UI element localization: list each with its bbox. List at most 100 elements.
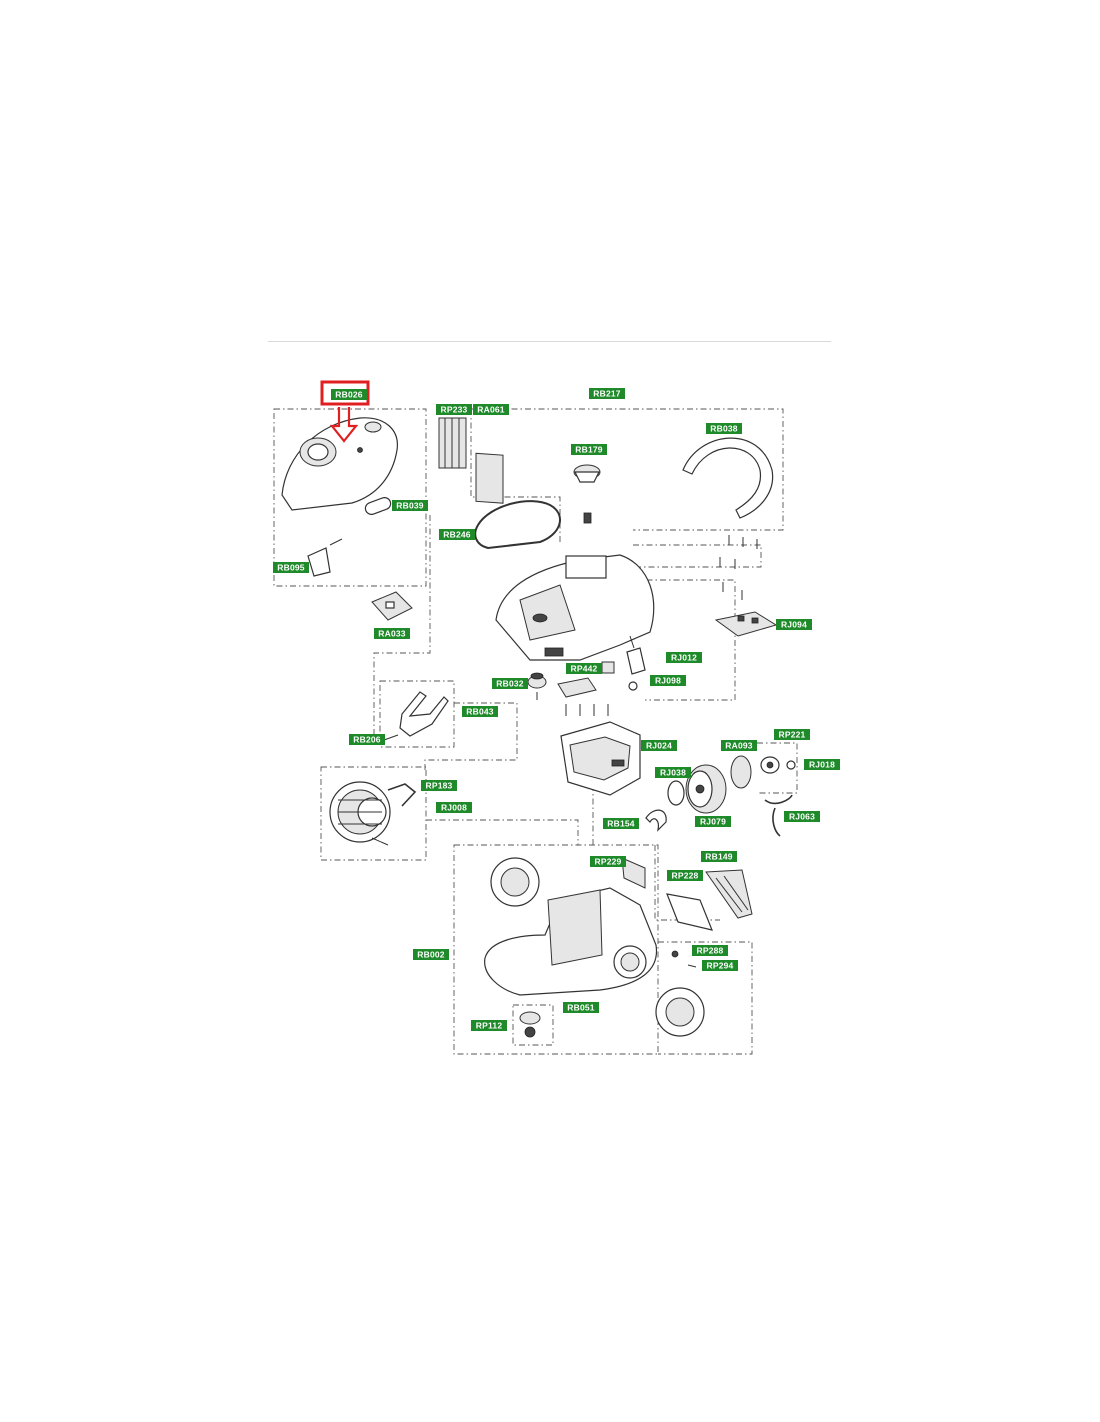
- callout-tag-rp183: RP183: [421, 780, 457, 791]
- callout-tag-label: RA033: [378, 629, 406, 639]
- callout-tag-rp112: RP112: [471, 1020, 507, 1031]
- callout-tag-label: RP228: [672, 871, 699, 881]
- callout-tag-box: [589, 388, 625, 399]
- callout-tag-rp288: RP288: [692, 945, 728, 956]
- callout-tag-label: RJ012: [671, 653, 697, 663]
- callout-tag-rb217: RB217: [589, 388, 625, 399]
- callout-tag-label: RP288: [697, 946, 724, 956]
- hose-holder-part: [383, 691, 449, 741]
- callout-tag-label: RJ008: [441, 803, 467, 813]
- callout-tag-box: [706, 423, 742, 434]
- callout-tag-label: RP294: [707, 961, 734, 971]
- callout-tag-rp442: RP442: [566, 663, 602, 674]
- callout-tag-label: RB032: [496, 679, 524, 689]
- pad-part: [557, 677, 597, 698]
- callout-tag-rj063: RJ063: [784, 811, 820, 822]
- callout-tag-box: [566, 663, 602, 674]
- callout-tag-box: [804, 759, 840, 770]
- callout-tag-box: [774, 729, 810, 740]
- callout-tag-rj079: RJ079: [695, 816, 731, 827]
- spring-holder-part: [626, 635, 646, 691]
- callout-tag-rb246: RB246: [439, 529, 475, 540]
- callout-tag-box: [473, 404, 509, 415]
- callout-tag-box: [392, 500, 428, 511]
- callout-tag-rj024: RJ024: [641, 740, 677, 751]
- callout-tag-label: RJ063: [789, 812, 815, 822]
- callout-tag-label: RP112: [476, 1021, 503, 1031]
- rear-wheel-left-part: [490, 857, 540, 907]
- callout-tag-label: RJ024: [646, 741, 672, 751]
- callout-tag-box: [667, 870, 703, 881]
- callout-tag-rj098: RJ098: [650, 675, 686, 686]
- callout-tag-rb179: RB179: [571, 444, 607, 455]
- callout-tag-label: RA061: [477, 405, 505, 415]
- callout-tag-box: [571, 444, 607, 455]
- callout-tag-label: RP183: [426, 781, 453, 791]
- callout-tag-rb039: RB039: [392, 500, 428, 511]
- callout-tag-rb002: RB002: [413, 949, 449, 960]
- callout-tag-box: [331, 389, 367, 400]
- callout-tag-box: [413, 949, 449, 960]
- callout-tag-rj008: RJ008: [436, 802, 472, 813]
- callout-tag-rp228: RP228: [667, 870, 703, 881]
- callout-tag-rp233: RP233: [436, 404, 472, 415]
- castor-wheel-part: [527, 672, 547, 689]
- callout-tag-box: [701, 851, 737, 862]
- callout-tag-rj012: RJ012: [666, 652, 702, 663]
- rear-pad-part: [621, 857, 646, 889]
- callout-tag-box: [590, 856, 626, 867]
- callout-tag-rj038: RJ038: [655, 767, 691, 778]
- callout-tag-box: [695, 816, 731, 827]
- small-block-part: [601, 661, 615, 674]
- callout-tag-label: RB217: [593, 389, 621, 399]
- callout-tag-box: [702, 960, 738, 971]
- callout-tag-label: RB051: [567, 1003, 595, 1013]
- callout-tag-label: RJ038: [660, 768, 686, 778]
- callout-tag-box: [436, 802, 472, 813]
- section-divider: [268, 341, 831, 342]
- callout-tag-label: RJ079: [700, 817, 726, 827]
- callout-tag-rb051: RB051: [563, 1002, 599, 1013]
- callout-tag-label: RA093: [725, 741, 753, 751]
- callout-tag-ra093: RA093: [721, 740, 757, 751]
- filter-grid-part: [438, 417, 467, 469]
- callout-tag-label: RB246: [443, 530, 471, 540]
- callout-tag-rb154: RB154: [603, 818, 639, 829]
- callout-tag-box: [563, 1002, 599, 1013]
- callout-tag-rb026: RB026: [331, 389, 367, 400]
- part-drawings: [281, 417, 796, 1038]
- pin-part: [687, 964, 697, 968]
- callout-tag-ra061: RA061: [473, 404, 509, 415]
- callout-tag-rp229: RP229: [590, 856, 626, 867]
- callout-tag-label: RB038: [710, 424, 738, 434]
- latch-part: [307, 538, 343, 577]
- callout-tag-rj018: RJ018: [804, 759, 840, 770]
- callout-tag-label: RB026: [335, 390, 363, 400]
- callout-tag-box: [666, 652, 702, 663]
- callout-tag-label: RB154: [607, 819, 635, 829]
- callout-tag-box: [471, 1020, 507, 1031]
- exhaust-grille-part: [705, 869, 753, 919]
- callout-tag-rb038: RB038: [706, 423, 742, 434]
- callout-tag-label: RJ094: [781, 620, 807, 630]
- seal-gasket-part: [474, 500, 562, 550]
- callout-tag-rb095: RB095: [273, 562, 309, 573]
- callout-tag-box: [603, 818, 639, 829]
- upper-body-part: [495, 554, 655, 661]
- callout-tag-box: [462, 706, 498, 717]
- switch-board-part: [714, 611, 778, 637]
- callout-tag-box: [650, 675, 686, 686]
- callout-tag-box: [374, 628, 410, 639]
- callout-tag-rb032: RB032: [492, 678, 528, 689]
- callout-tag-rp294: RP294: [702, 960, 738, 971]
- callout-tag-ra033: RA033: [374, 628, 410, 639]
- clip-part: [645, 809, 667, 832]
- screw-set: [536, 535, 758, 716]
- callout-tag-box: [273, 562, 309, 573]
- motor-cap-part: [573, 464, 601, 524]
- callout-tag-box: [492, 678, 528, 689]
- button-part: [364, 497, 392, 515]
